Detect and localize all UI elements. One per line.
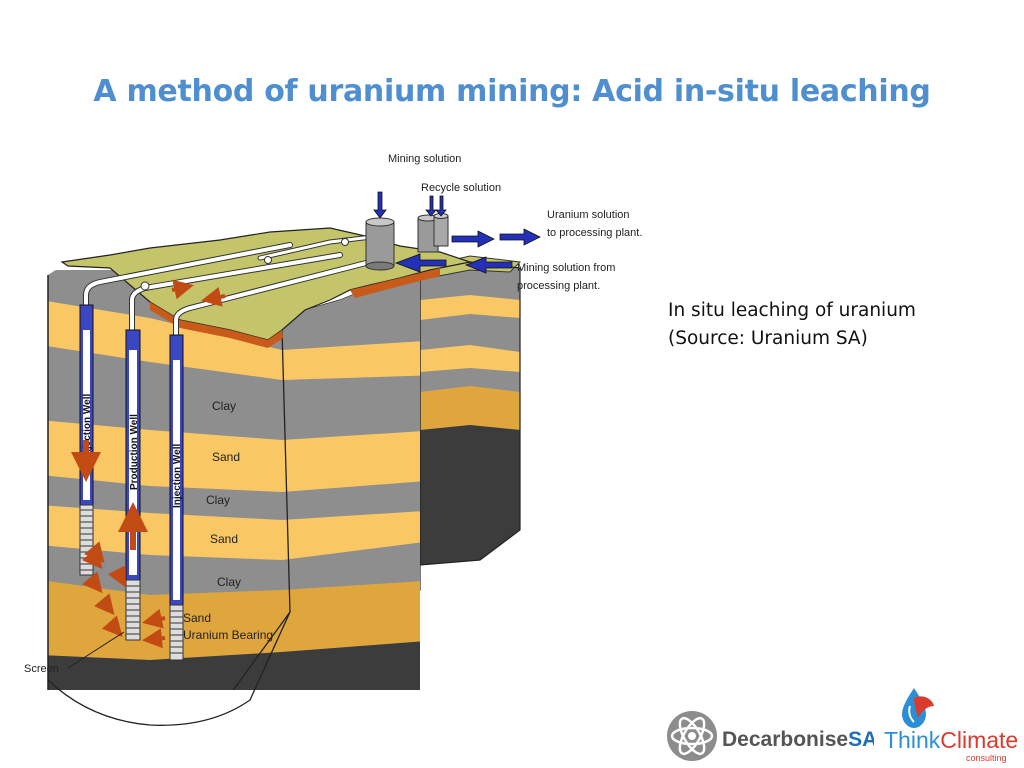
strata-clay-1: Clay	[212, 399, 236, 413]
drop-leaf-icon	[902, 688, 934, 728]
right-block	[417, 255, 522, 566]
injection-well-2: Injection Well	[169, 334, 184, 661]
atom-icon	[667, 711, 717, 761]
figure-caption: In situ leaching of uranium (Source: Ura…	[668, 297, 916, 353]
strata-uranium-bearing: Uranium Bearing	[183, 628, 273, 642]
injection-well-1: Injection Well	[71, 304, 101, 576]
strata-clay-3: Clay	[217, 575, 241, 589]
strata-clay-2: Clay	[206, 493, 230, 507]
blue-flow-arrows	[373, 191, 541, 274]
caption-line-2: (Source: Uranium SA)	[668, 328, 868, 349]
strata-sand-2: Sand	[210, 532, 238, 546]
svg-text:DecarboniseSA: DecarboniseSA	[722, 728, 874, 751]
label-mining-from-2: processing plant.	[517, 280, 600, 292]
underground-flow-arrows	[82, 541, 166, 649]
decarbonise-word: Decarbonise	[722, 728, 848, 751]
strata-sand-1: Sand	[212, 450, 240, 464]
thinkclimate-logo: ThinkClimate consulting	[884, 688, 1018, 763]
label-mining-from-1: Mining solution from	[517, 262, 615, 274]
production-well-label: Production Well	[129, 414, 140, 490]
injection-well-2-label: Injection Well	[172, 444, 183, 508]
climate-word: Climate	[940, 727, 1018, 753]
sa-word: SA	[848, 728, 874, 751]
production-well: Production Well	[118, 329, 148, 641]
label-screen: Screen	[24, 663, 59, 675]
label-mining-solution: Mining solution	[388, 153, 461, 165]
label-uranium-solution-2: to processing plant.	[547, 227, 642, 239]
decarbonise-sa-logo: DecarboniseSA	[667, 711, 874, 761]
strata-sand-3: Sand	[183, 611, 211, 625]
label-uranium-solution-1: Uranium solution	[547, 209, 630, 221]
think-word: Think	[884, 727, 941, 753]
injection-well-1-label: Injection Well	[82, 394, 93, 458]
label-recycle-solution: Recycle solution	[421, 182, 501, 194]
svg-text:ThinkClimate: ThinkClimate	[884, 727, 1018, 753]
caption-line-1: In situ leaching of uranium	[668, 300, 916, 321]
slide-title: A method of uranium mining: Acid in-situ…	[93, 74, 931, 109]
consulting-word: consulting	[966, 753, 1007, 763]
in-situ-leaching-diagram: Injection Well Production Well Injection…	[24, 153, 642, 740]
